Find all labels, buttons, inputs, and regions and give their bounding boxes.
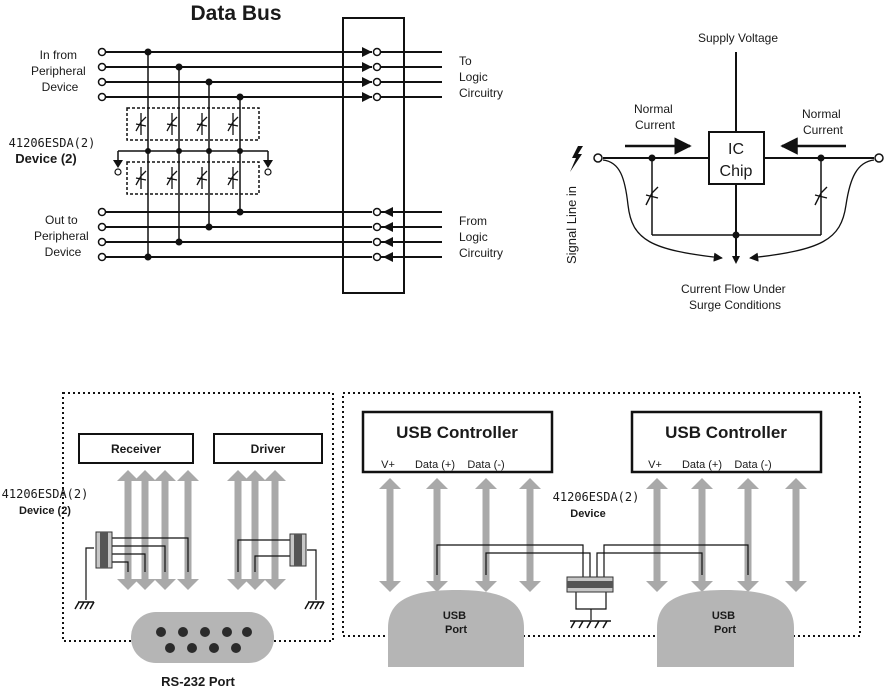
chip-label: Chip (720, 163, 753, 180)
bidirectional-arrow (691, 478, 713, 592)
data-bus-title: Data Bus (190, 2, 281, 25)
tvs-diode-left (645, 186, 659, 206)
receiver-label: Receiver (111, 442, 161, 456)
esd-array-bottom (126, 161, 260, 195)
usb-controller-left (361, 410, 554, 474)
bidirectional-arrow (117, 470, 139, 590)
data-plus-label: Data (+) (415, 459, 455, 471)
bidirectional-arrow (737, 478, 759, 592)
out-to-label: Out to Peripheral Device (34, 213, 92, 259)
usb-signal-arrows (379, 478, 807, 592)
bidirectional-arrow (244, 470, 266, 590)
ground-icon (74, 601, 325, 610)
supply-voltage-label: Supply Voltage (698, 31, 778, 45)
input-terminals (97, 47, 382, 102)
driver-label: Driver (251, 442, 286, 456)
lightning-bolt-icon (570, 146, 583, 172)
device-part-label: 41206ESDA(2) (9, 136, 96, 150)
signal-line-label: Signal Line in (564, 186, 579, 264)
bus-taps (147, 52, 241, 257)
rs232-connector (131, 612, 274, 663)
esd-array-top (126, 107, 260, 141)
surge-path-right (749, 159, 875, 262)
data-plus-label: Data (+) (682, 459, 722, 471)
signal-terminal-right (874, 153, 884, 163)
output-terminals (97, 207, 382, 262)
usb-device-part-label: 41206ESDA(2) (553, 490, 640, 504)
bidirectional-arrow (379, 478, 401, 592)
junction-dots (144, 48, 244, 261)
output-buffer-arrows (383, 207, 393, 262)
rs232-device-part-label: 41206ESDA(2) (2, 487, 89, 501)
input-buffer-arrows (362, 47, 372, 102)
usb-controller-left-title: USB Controller (396, 423, 518, 442)
bidirectional-arrow (264, 470, 286, 590)
bidirectional-arrow (475, 478, 497, 592)
output-lines (106, 211, 442, 258)
surge-label: Current Flow Under Surge Conditions (681, 282, 789, 312)
vplus-label: V+ (648, 459, 662, 471)
data-bus-diagram: Data Bus (9, 2, 503, 294)
in-from-label: In from Peripheral Device (31, 48, 89, 94)
usb-controller-right-title: USB Controller (665, 423, 787, 442)
receiver-box (78, 433, 194, 464)
rs232-port-label: RS-232 Port (161, 674, 235, 689)
driver-box (213, 433, 323, 464)
usb-device-label: Device (570, 508, 605, 520)
data-minus-label: Data (-) (734, 459, 771, 471)
ic-chip-diagram: Supply Voltage IC Chip Normal Current No… (564, 31, 884, 312)
bidirectional-arrow (227, 470, 249, 590)
rs232-signal-arrows (117, 470, 286, 590)
bus-box (342, 17, 405, 294)
usb-controller-right (630, 410, 823, 474)
from-logic-label: From Logic Circuitry (459, 214, 503, 260)
bidirectional-arrow (646, 478, 668, 592)
rs232-device-label: Device (2) (19, 505, 71, 517)
to-logic-label: To Logic Circuitry (459, 54, 503, 100)
usb-port-left-label: USB Port (443, 610, 469, 636)
surge-path-left (602, 159, 723, 262)
ic-label: IC (728, 141, 744, 158)
device-label: Device (2) (15, 151, 76, 166)
vplus-label: V+ (381, 459, 395, 471)
normal-current-left-label: Normal Current (634, 102, 676, 132)
tvs-symbols (135, 113, 239, 189)
tvs-diode-right (814, 186, 828, 206)
usb-port-left (388, 590, 524, 667)
usb-port-right (657, 590, 794, 667)
bidirectional-arrow (177, 470, 199, 590)
rs232-dotted-border (62, 392, 334, 642)
bidirectional-arrow (426, 478, 448, 592)
rs232-diagram: Receiver Driver (2, 392, 334, 689)
signal-terminal-left (593, 153, 603, 163)
ground-icon (570, 620, 611, 629)
bidirectional-arrow (785, 478, 807, 592)
data-minus-label: Data (-) (467, 459, 504, 471)
usb-diagram: USB Controller V+ Data (+) Data (-) USB … (342, 392, 861, 667)
bidirectional-arrow (519, 478, 541, 592)
bidirectional-arrow (134, 470, 156, 590)
input-lines (106, 51, 442, 98)
normal-current-right-label: Normal Current (802, 107, 844, 137)
bidirectional-arrow (154, 470, 176, 590)
usb-port-right-label: USB Port (712, 610, 738, 636)
